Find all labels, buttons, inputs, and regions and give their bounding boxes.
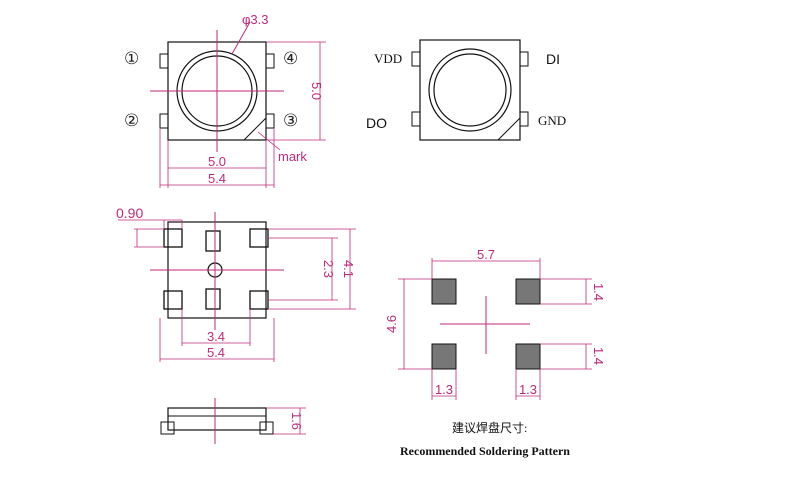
pin-view-lens-inner <box>433 53 507 127</box>
side-view: 1.6 <box>160 398 306 444</box>
pin-number-3: ③ <box>283 111 298 130</box>
bottom-pad-tc <box>205 230 221 252</box>
top-corner-mark <box>242 116 267 141</box>
solder-pad-tr <box>515 278 541 305</box>
pin-label-gnd: GND <box>538 113 566 128</box>
soldering-pattern: 5.7 4.6 1.4 1.4 1.3 1.3 建议焊盘尺寸: Recommen… <box>384 247 606 458</box>
solder-title-cn: 建议焊盘尺寸: <box>452 420 527 435</box>
bottom-pad-bc <box>205 288 221 310</box>
top-diameter-label: φ3.3 <box>242 12 269 27</box>
pin-view-lens-outer <box>428 48 512 132</box>
top-view: φ3.3 5.0 5.0 5.4 mark ① ② ④ ③ <box>124 12 326 188</box>
side-thickness-label: 1.6 <box>289 412 304 430</box>
solder-pad-right-width-label: 1.3 <box>519 382 537 397</box>
bottom-view: 0.90 2.3 4.1 3.4 5.4 <box>116 205 356 362</box>
bottom-pad-spacing-label: 3.4 <box>207 329 225 344</box>
bottom-pad-bl <box>163 290 183 310</box>
pin-number-1: ① <box>124 49 139 68</box>
top-inner-width-label: 5.0 <box>208 154 226 169</box>
top-height-label: 5.0 <box>309 82 324 100</box>
top-mark-label: mark <box>278 149 307 164</box>
side-body <box>167 407 267 431</box>
solder-pad-bl <box>431 343 457 370</box>
bottom-pad-br <box>249 290 269 310</box>
solder-pad-tl <box>431 278 457 305</box>
solder-width-label: 5.7 <box>477 247 495 262</box>
top-outer-width-label: 5.4 <box>208 171 226 186</box>
side-lead-right <box>259 421 274 435</box>
pin-label-do: DO <box>366 115 387 131</box>
bottom-outer-height-label: 4.1 <box>341 260 356 278</box>
solder-height-label: 4.6 <box>384 315 399 333</box>
bottom-pad-tr <box>249 228 269 248</box>
pin-label-di: DI <box>546 51 560 67</box>
solder-pad-br <box>515 343 541 370</box>
pin-number-4: ④ <box>283 49 298 68</box>
pin-number-2: ② <box>124 111 139 130</box>
solder-pad-left-width-label: 1.3 <box>435 382 453 397</box>
bottom-pad-tl <box>163 228 183 248</box>
top-lead-1 <box>159 53 169 69</box>
top-lead-4 <box>265 53 275 69</box>
side-lead-left <box>160 421 175 435</box>
bottom-inner-height-label: 2.3 <box>321 260 336 278</box>
pin-label-vdd: VDD <box>374 51 402 66</box>
top-lead-3 <box>265 113 275 129</box>
bottom-width-label: 5.4 <box>207 345 225 360</box>
solder-pad-top-height-label: 1.4 <box>591 283 606 301</box>
pin-function-view: VDD DI DO GND <box>366 39 566 141</box>
solder-pad-bottom-height-label: 1.4 <box>591 347 606 365</box>
bottom-pad-width-label: 0.90 <box>116 205 143 221</box>
top-lead-2 <box>159 113 169 129</box>
solder-title-en: Recommended Soldering Pattern <box>400 444 570 458</box>
pin-view-body <box>419 39 521 141</box>
